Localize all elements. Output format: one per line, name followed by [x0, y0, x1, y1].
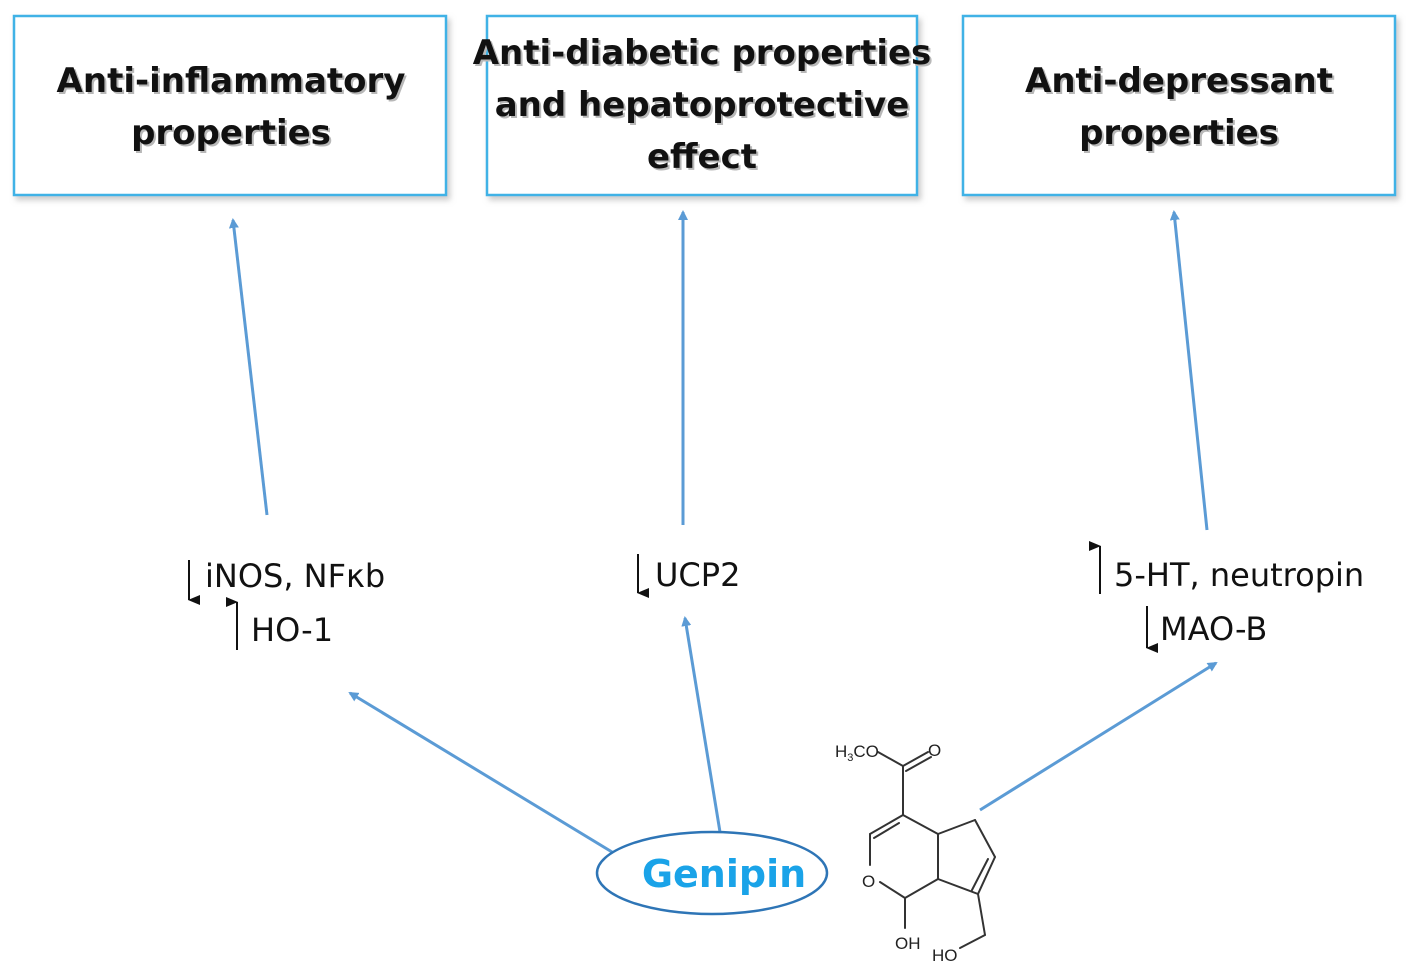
box-title-line: Anti-diabetic properties: [473, 33, 932, 73]
hydroxymethyl-label: HO: [932, 946, 958, 965]
mechanism-text: 5-HT, neutropin: [1114, 556, 1364, 594]
arrow-genipin-to-diabetic: [681, 616, 722, 833]
effect-box-anti-depressant: Anti-depressant Anti-depressant properti…: [961, 14, 1397, 197]
effect-box-anti-inflammatory: Anti-inflammatory Anti-inflammatory prop…: [12, 14, 448, 197]
box-title-line: Anti-inflammatory: [57, 61, 406, 101]
carbonyl-oxygen-label: O: [928, 741, 941, 760]
box-text-shadow: and hepatoprotective: [497, 87, 912, 127]
mechanism-text: UCP2: [655, 556, 740, 594]
box-title-line: and hepatoprotective: [495, 85, 910, 125]
effect-box-anti-diabetic: Anti-diabetic properties Anti-diabetic p…: [473, 14, 934, 197]
mechanism-text: iNOS, NFκb: [205, 557, 385, 595]
mechanism-depressant: 5-HT, neutropin MAO-B: [1089, 541, 1364, 653]
box-title-line: effect: [647, 137, 757, 177]
genipin-label: Genipin: [642, 852, 806, 896]
arrow-genipin-to-depressant: [979, 661, 1218, 812]
mechanism-text: HO-1: [251, 611, 333, 649]
box-title-line: Anti-depressant: [1025, 61, 1333, 101]
box-title-line: properties: [131, 113, 331, 153]
box-text-shadow: Anti-inflammatory: [59, 63, 408, 103]
box-text-shadow: Anti-depressant: [1027, 63, 1335, 103]
mechanism-diabetic: UCP2: [637, 554, 740, 598]
genipin-node: Genipin: [595, 830, 829, 916]
arrow-depressant-to-effect: [1169, 210, 1209, 531]
hydroxyl-label: OH: [895, 934, 921, 953]
arrow-genipin-to-inflammatory: [348, 691, 613, 854]
box-text-shadow: properties: [1081, 115, 1281, 155]
ring-oxygen-label: O: [862, 872, 875, 891]
mechanism-text: MAO-B: [1160, 610, 1267, 648]
box-text-shadow: properties: [133, 115, 333, 155]
methoxy-label: H3CO: [835, 742, 879, 764]
mechanism-inflammatory: iNOS, NFκb HO-1: [188, 557, 385, 650]
genipin-structure-labels: H3CO O O OH HO: [835, 741, 958, 965]
box-text-shadow: Anti-diabetic properties: [475, 35, 934, 75]
box-text-shadow: effect: [649, 139, 759, 179]
box-title-line: properties: [1079, 113, 1279, 153]
genipin-structure: [869, 751, 996, 949]
arrow-inflammatory-to-effect: [228, 218, 269, 516]
